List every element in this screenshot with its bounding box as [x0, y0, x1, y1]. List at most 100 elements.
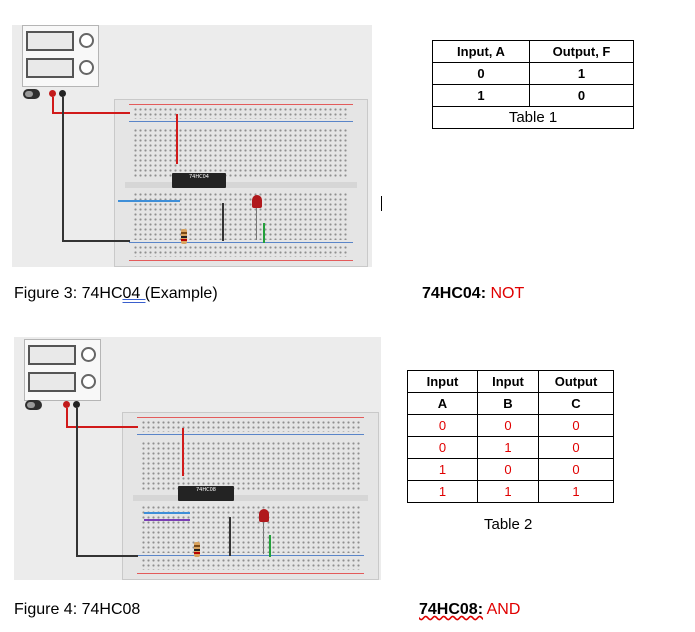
rail-holes-bottom: [133, 245, 349, 257]
red-wire-horizontal: [66, 426, 138, 428]
table2-cell: 0: [538, 458, 614, 481]
breadboard: [122, 412, 379, 580]
voltage-knob: [79, 33, 94, 48]
current-knob: [81, 374, 96, 389]
table1-cell: 1: [432, 84, 530, 107]
truth-table-1: Input, A Output, F 0 1 1 0 Table 1: [432, 40, 634, 129]
table2-subheader: C: [538, 392, 614, 415]
table1-caption: Table 1: [432, 106, 634, 129]
rail-holes: [141, 420, 360, 432]
power-switch: [25, 400, 42, 410]
green-jumper-wire: [269, 535, 271, 557]
voltage-display: [26, 31, 74, 51]
gate-prefix: 74HC04:: [422, 285, 487, 302]
table2-cell: 0: [407, 436, 478, 459]
chip-label: 74HC08: [196, 487, 216, 493]
blue-jumper-wire: [144, 512, 190, 514]
caption-text-end: Example): [150, 285, 218, 302]
gate-name: AND: [486, 601, 521, 618]
power-rail-line-bottom: [129, 260, 353, 261]
current-display: [26, 58, 74, 78]
voltage-knob: [81, 347, 96, 362]
table2-header: Input: [407, 370, 478, 393]
led-lead: [256, 208, 257, 240]
table2-subheader: B: [477, 392, 539, 415]
terminal-holes-top: [133, 128, 349, 178]
figure4-caption: Figure 4: 74HC08: [14, 601, 141, 618]
positive-terminal: [49, 90, 56, 97]
black-wire-vertical: [62, 97, 64, 241]
gate-name: NOT: [490, 285, 525, 302]
black-wire-vertical: [76, 408, 78, 556]
rail-holes: [133, 107, 349, 119]
resistor: [181, 229, 187, 244]
figure3-caption: Figure 3: 74HC04 (Example): [14, 285, 218, 303]
negative-terminal: [59, 90, 66, 97]
table2-cell: 0: [477, 458, 539, 481]
ground-rail-line-bottom: [129, 242, 353, 243]
positive-terminal: [63, 401, 70, 408]
figure3-circuit-image: 74HC04: [12, 25, 372, 267]
table2-cell: 0: [538, 414, 614, 437]
led-lead: [263, 522, 264, 554]
blue-jumper-wire: [118, 200, 180, 202]
black-jumper-wire: [222, 203, 224, 241]
table1-cell: 0: [432, 62, 530, 85]
red-led: [259, 509, 269, 522]
text-cursor: [381, 196, 382, 211]
chip-label: 74HC04: [189, 174, 209, 180]
power-switch: [23, 89, 40, 99]
red-jumper-wire: [182, 428, 184, 476]
caption-text: Figure 3: 74HC: [14, 285, 123, 302]
power-supply: [24, 339, 101, 401]
red-led: [252, 195, 262, 208]
table1-header-f: Output, F: [529, 40, 634, 63]
power-supply: [22, 25, 99, 87]
ground-rail-line: [129, 121, 353, 122]
table1-header-a: Input, A: [432, 40, 530, 63]
table2-cell: 1: [407, 458, 478, 481]
chip-74hc04: 74HC04: [172, 173, 226, 188]
voltage-display: [28, 345, 76, 365]
ground-rail-line: [137, 434, 364, 435]
table1-cell: 0: [529, 84, 634, 107]
table2-cell: 0: [477, 414, 539, 437]
current-display: [28, 372, 76, 392]
breadboard: [114, 99, 368, 267]
red-wire-vertical: [66, 408, 68, 427]
red-wire-horizontal: [52, 112, 130, 114]
chip-74hc08: 74HC08: [178, 486, 234, 501]
current-knob: [79, 60, 94, 75]
power-rail-line-bottom: [137, 573, 364, 574]
table2-header: Input: [477, 370, 539, 393]
figure3-gate-label: 74HC04: NOT: [422, 285, 524, 303]
table1-cell: 1: [529, 62, 634, 85]
table2-cell: 0: [538, 436, 614, 459]
table2-cell: 1: [477, 480, 539, 503]
gate-prefix: 74HC08:: [419, 601, 484, 618]
table2-caption: Table 2: [484, 516, 533, 533]
figure4-circuit-image: 74HC08: [14, 337, 381, 580]
ground-rail-line-bottom: [137, 555, 364, 556]
caption-grammar-mark: 04 (: [122, 285, 151, 302]
table2-header: Output: [538, 370, 614, 393]
table2-cell: 1: [477, 436, 539, 459]
center-channel: [133, 495, 368, 501]
figure4-gate-label: 74HC08: AND: [419, 601, 520, 619]
table2-cell: 1: [407, 480, 478, 503]
black-wire-horizontal: [76, 555, 138, 557]
power-rail-line: [129, 104, 353, 105]
red-jumper-wire: [176, 114, 178, 164]
green-jumper-wire: [263, 223, 265, 243]
resistor: [194, 542, 200, 557]
black-wire-horizontal: [62, 240, 130, 242]
truth-table-2: Input Input Output A B C 0 0 0 0 1 0 1 0…: [407, 370, 614, 503]
center-channel: [125, 182, 357, 188]
power-rail-line: [137, 417, 364, 418]
purple-jumper-wire: [144, 519, 190, 521]
table2-cell: 0: [407, 414, 478, 437]
black-jumper-wire: [229, 517, 231, 556]
red-wire-vertical: [52, 97, 54, 113]
negative-terminal: [73, 401, 80, 408]
table2-cell: 1: [538, 480, 614, 503]
